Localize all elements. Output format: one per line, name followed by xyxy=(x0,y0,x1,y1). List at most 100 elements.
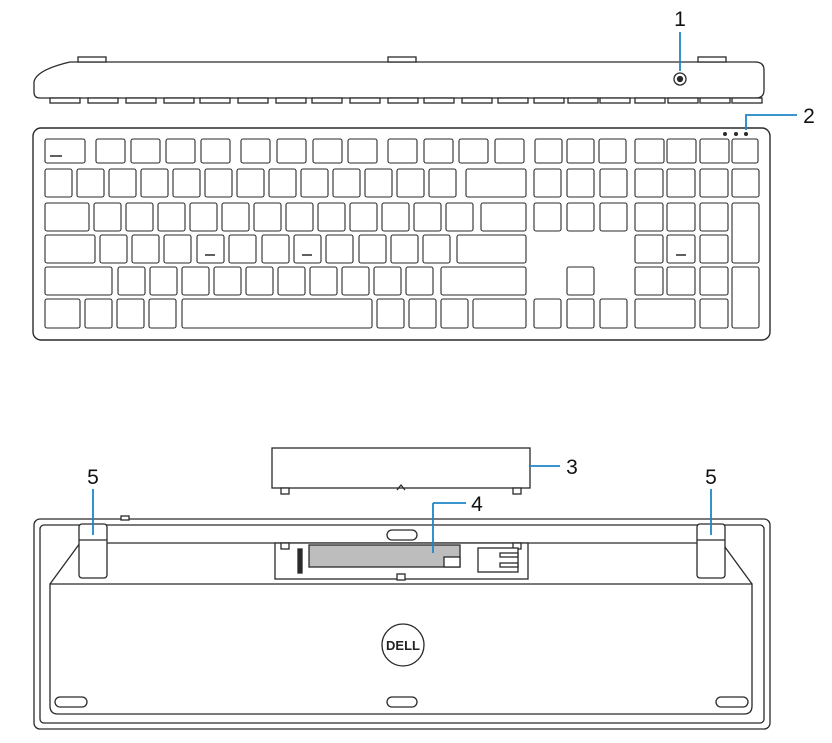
key xyxy=(634,298,696,329)
key xyxy=(236,168,265,198)
key xyxy=(317,202,346,232)
key xyxy=(204,168,233,198)
key xyxy=(634,168,664,198)
key xyxy=(699,202,729,232)
key xyxy=(598,138,627,164)
side-view-key xyxy=(387,97,419,104)
key xyxy=(699,298,729,329)
rubber-pad-right xyxy=(715,696,749,708)
key xyxy=(312,138,343,164)
key xyxy=(666,138,697,164)
key xyxy=(405,266,434,296)
key xyxy=(347,138,378,164)
receiver-storage xyxy=(477,547,519,573)
key xyxy=(422,234,451,264)
key xyxy=(533,298,562,329)
battery-compartment xyxy=(274,542,529,581)
key xyxy=(140,168,169,198)
callout-lines xyxy=(92,32,797,553)
key xyxy=(189,202,218,232)
key xyxy=(472,298,527,329)
key xyxy=(44,234,96,264)
key xyxy=(699,138,730,164)
key xyxy=(196,234,225,264)
key xyxy=(666,266,696,296)
side-view-key xyxy=(275,97,307,104)
side-view-key xyxy=(199,97,231,104)
key xyxy=(44,138,86,164)
side-view-key xyxy=(699,97,731,104)
key xyxy=(390,234,419,264)
key xyxy=(533,168,562,198)
key xyxy=(634,202,664,232)
key xyxy=(494,138,525,164)
key xyxy=(44,168,73,198)
rubber-pad-center xyxy=(386,696,418,708)
key xyxy=(413,202,442,232)
key xyxy=(566,266,595,296)
key xyxy=(44,266,113,296)
key xyxy=(533,202,562,232)
key xyxy=(440,266,527,296)
key xyxy=(285,202,314,232)
callout-3: 3 xyxy=(566,456,578,479)
key xyxy=(84,298,113,329)
side-view-feet xyxy=(77,56,727,63)
key xyxy=(300,168,329,198)
numpad-plus-key xyxy=(731,202,760,264)
keyboard-side-view xyxy=(33,56,765,104)
key xyxy=(373,266,402,296)
callout-1: 1 xyxy=(674,8,686,31)
rubber-pad-left xyxy=(54,696,88,708)
key xyxy=(699,168,729,198)
key xyxy=(293,234,322,264)
rear-slot xyxy=(386,529,418,541)
side-view-key xyxy=(163,97,195,104)
callout-5-right: 5 xyxy=(705,466,717,489)
key xyxy=(268,168,297,198)
side-view-key xyxy=(423,97,455,104)
side-view-key xyxy=(567,97,599,104)
key xyxy=(221,202,250,232)
key xyxy=(213,266,242,296)
side-view-key xyxy=(87,97,119,104)
key xyxy=(634,234,664,264)
key xyxy=(396,168,425,198)
key-grid xyxy=(44,138,760,329)
key xyxy=(309,266,338,296)
status-lights xyxy=(723,132,748,136)
side-view-key xyxy=(634,97,666,104)
key xyxy=(341,266,370,296)
key xyxy=(731,168,760,198)
key xyxy=(349,202,378,232)
side-view-key xyxy=(533,97,565,104)
key xyxy=(566,138,595,164)
key xyxy=(44,202,90,232)
key xyxy=(200,138,231,164)
key xyxy=(332,168,361,198)
key xyxy=(181,298,373,329)
key xyxy=(634,266,664,296)
side-view-key xyxy=(599,97,631,104)
power-switch xyxy=(673,72,687,86)
side-view-key xyxy=(497,97,529,104)
key xyxy=(666,234,696,264)
key xyxy=(566,298,595,329)
key xyxy=(465,168,527,198)
key xyxy=(358,234,387,264)
key xyxy=(163,234,192,264)
key xyxy=(699,234,729,264)
key xyxy=(445,202,474,232)
key xyxy=(108,168,137,198)
key xyxy=(428,168,457,198)
key xyxy=(95,138,126,164)
key xyxy=(381,202,410,232)
side-view-key xyxy=(349,97,381,104)
battery-slot xyxy=(308,544,461,568)
key xyxy=(240,138,271,164)
logo-text: DELL xyxy=(386,638,420,653)
key xyxy=(148,298,177,329)
key xyxy=(181,266,210,296)
key xyxy=(149,266,178,296)
